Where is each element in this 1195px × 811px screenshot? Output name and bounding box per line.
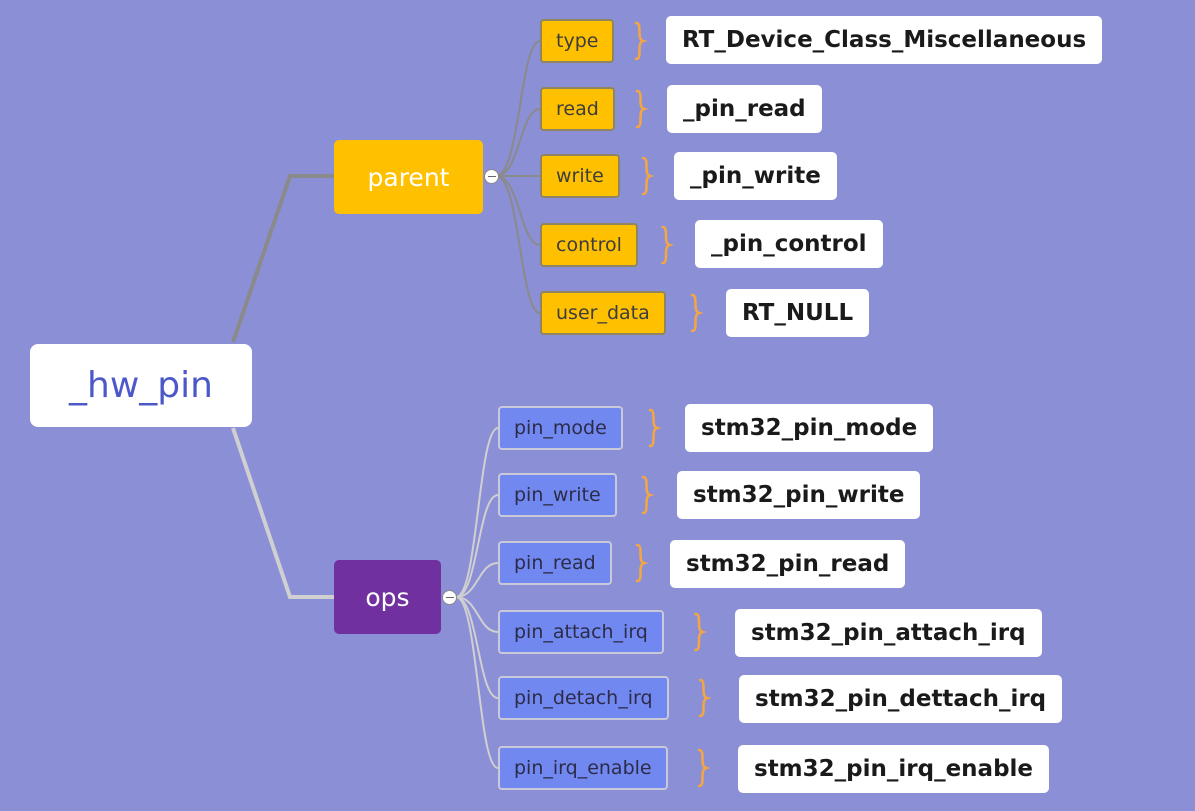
field-pin-mode[interactable]: pin_mode xyxy=(498,406,623,450)
brace-icon xyxy=(635,543,649,583)
value-read: _pin_read xyxy=(667,85,822,133)
connector-parent-control xyxy=(495,175,541,246)
collapse-icon-ops[interactable] xyxy=(442,590,457,605)
brace-icon xyxy=(635,89,649,129)
connector-parent-type xyxy=(495,40,541,177)
brace-icon xyxy=(694,612,708,652)
value-pin-mode: stm32_pin_mode xyxy=(685,404,934,452)
connector-ops-pin-attach-irq xyxy=(455,596,499,633)
field-read[interactable]: read xyxy=(540,87,615,131)
field-pin-irq-enable[interactable]: pin_irq_enable xyxy=(498,746,668,790)
connector-ops-pin-detach-irq xyxy=(455,596,499,699)
brace-icon xyxy=(641,156,655,196)
brace-icon xyxy=(698,678,712,718)
root-node[interactable]: _hw_pin xyxy=(30,344,252,427)
value-pin-detach-irq: stm32_pin_dettach_irq xyxy=(739,675,1063,723)
branch-parent[interactable]: parent xyxy=(334,140,483,214)
brace-icon xyxy=(641,475,655,515)
field-write[interactable]: write xyxy=(540,154,620,198)
value-pin-irq-enable: stm32_pin_irq_enable xyxy=(738,745,1050,793)
value-type: RT_Device_Class_Miscellaneous xyxy=(666,16,1103,64)
value-control: _pin_control xyxy=(695,220,883,268)
field-user-data[interactable]: user_data xyxy=(540,291,666,335)
connector-ops-pin-read xyxy=(455,562,499,598)
field-type[interactable]: type xyxy=(540,19,615,63)
collapse-icon-parent[interactable] xyxy=(484,169,499,184)
field-pin-attach-irq[interactable]: pin_attach_irq xyxy=(498,610,664,654)
field-control[interactable]: control xyxy=(540,223,638,267)
value-pin-read: stm32_pin_read xyxy=(670,540,906,588)
connector-parent-read xyxy=(495,108,541,177)
value-write: _pin_write xyxy=(674,152,837,200)
brace-icon xyxy=(661,225,675,265)
connector-parent-user-data xyxy=(495,175,541,314)
field-pin-detach-irq[interactable]: pin_detach_irq xyxy=(498,676,669,720)
value-pin-attach-irq: stm32_pin_attach_irq xyxy=(735,609,1042,657)
value-pin-write: stm32_pin_write xyxy=(677,471,921,519)
brace-icon xyxy=(697,748,711,788)
connector-root-ops xyxy=(231,427,334,599)
field-pin-read[interactable]: pin_read xyxy=(498,541,612,585)
connector-ops-pin-write xyxy=(455,494,499,598)
brace-icon xyxy=(634,21,648,61)
value-user-data: RT_NULL xyxy=(726,289,870,337)
branch-ops[interactable]: ops xyxy=(334,560,441,634)
connector-root-parent xyxy=(231,174,334,343)
brace-icon xyxy=(648,408,662,448)
field-pin-write[interactable]: pin_write xyxy=(498,473,617,517)
brace-icon xyxy=(690,293,704,333)
connector-ops-pin-irq-enable xyxy=(455,596,499,769)
connector-ops-pin-mode xyxy=(455,427,499,598)
